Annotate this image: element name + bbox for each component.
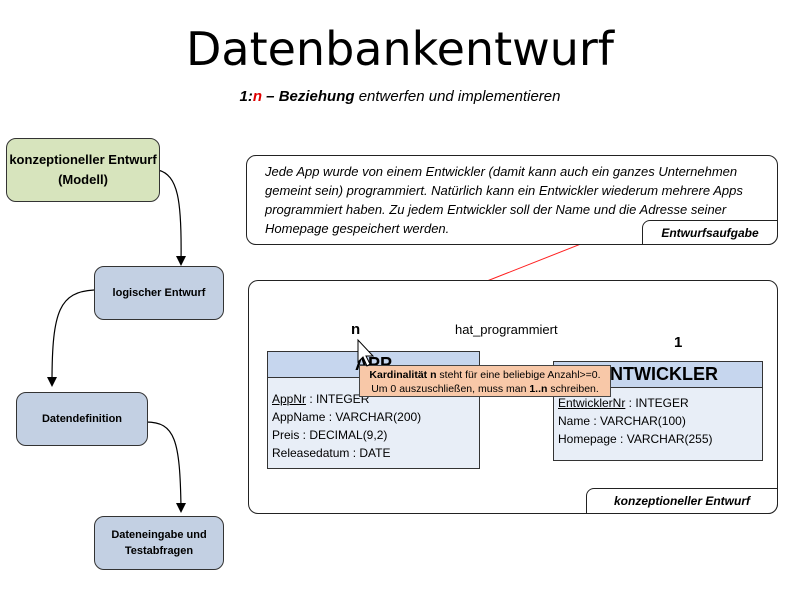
relationship-label: hat_programmiert (455, 322, 558, 337)
page-title: Datenbankentwurf (185, 22, 614, 76)
cardinality-tooltip: Kardinalität n steht für eine beliebige … (359, 365, 611, 397)
attribute-row: Name : VARCHAR(100) (558, 414, 686, 428)
step-konzeptioneller-entwurf[interactable]: konzeptioneller Entwurf (Modell) (6, 138, 160, 202)
entity-entwickler-attributes: EntwicklerNr : INTEGER Name : VARCHAR(10… (554, 388, 762, 448)
attribute-row: AppNr : INTEGER (272, 392, 370, 406)
attribute-row: Homepage : VARCHAR(255) (558, 432, 713, 446)
flow-arrow-3 (145, 421, 182, 509)
attribute-row: Releasedatum : DATE (272, 446, 391, 460)
task-box: Jede App wurde von einem Entwickler (dam… (246, 155, 778, 245)
task-text: Jede App wurde von einem Entwickler (dam… (265, 164, 743, 236)
flow-arrow-1 (157, 169, 182, 263)
subtitle-rest: entwerfen und implementieren (354, 88, 561, 105)
tooltip-line-2: Um 0 auszuschließen, muss man 1..n schre… (371, 383, 599, 395)
concept-tag: konzeptioneller Entwurf (586, 488, 778, 514)
subtitle-card-n: n (252, 88, 263, 105)
cardinality-n: n (351, 321, 361, 338)
flow-arrow-2 (51, 289, 95, 383)
entity-app-attributes: AppNr : INTEGER AppName : VARCHAR(200) P… (268, 378, 479, 462)
attribute-row: EntwicklerNr : INTEGER (558, 396, 689, 410)
step-datendefinition[interactable]: Datendefinition (16, 392, 148, 446)
flow-arrowhead-2 (47, 377, 57, 387)
tooltip-line-1: Kardinalität n steht für eine beliebige … (369, 369, 601, 381)
step-logischer-entwurf[interactable]: logischer Entwurf (94, 266, 224, 320)
task-tag: Entwurfsaufgabe (642, 220, 778, 245)
step-dateneingabe[interactable]: Dateneingabe und Testabfragen (94, 516, 224, 570)
subtitle-relationship: – Beziehung (262, 88, 355, 105)
attribute-row: AppName : VARCHAR(200) (272, 410, 422, 424)
attribute-row: Preis : DECIMAL(9,2) (272, 428, 388, 442)
cardinality-1: 1 (674, 334, 683, 351)
flow-arrowhead-1 (176, 256, 186, 266)
flow-arrowhead-3 (176, 503, 186, 513)
page-subtitle: 1:n – Beziehung entwerfen und implementi… (0, 88, 800, 105)
subtitle-card-one: 1: (239, 88, 253, 105)
